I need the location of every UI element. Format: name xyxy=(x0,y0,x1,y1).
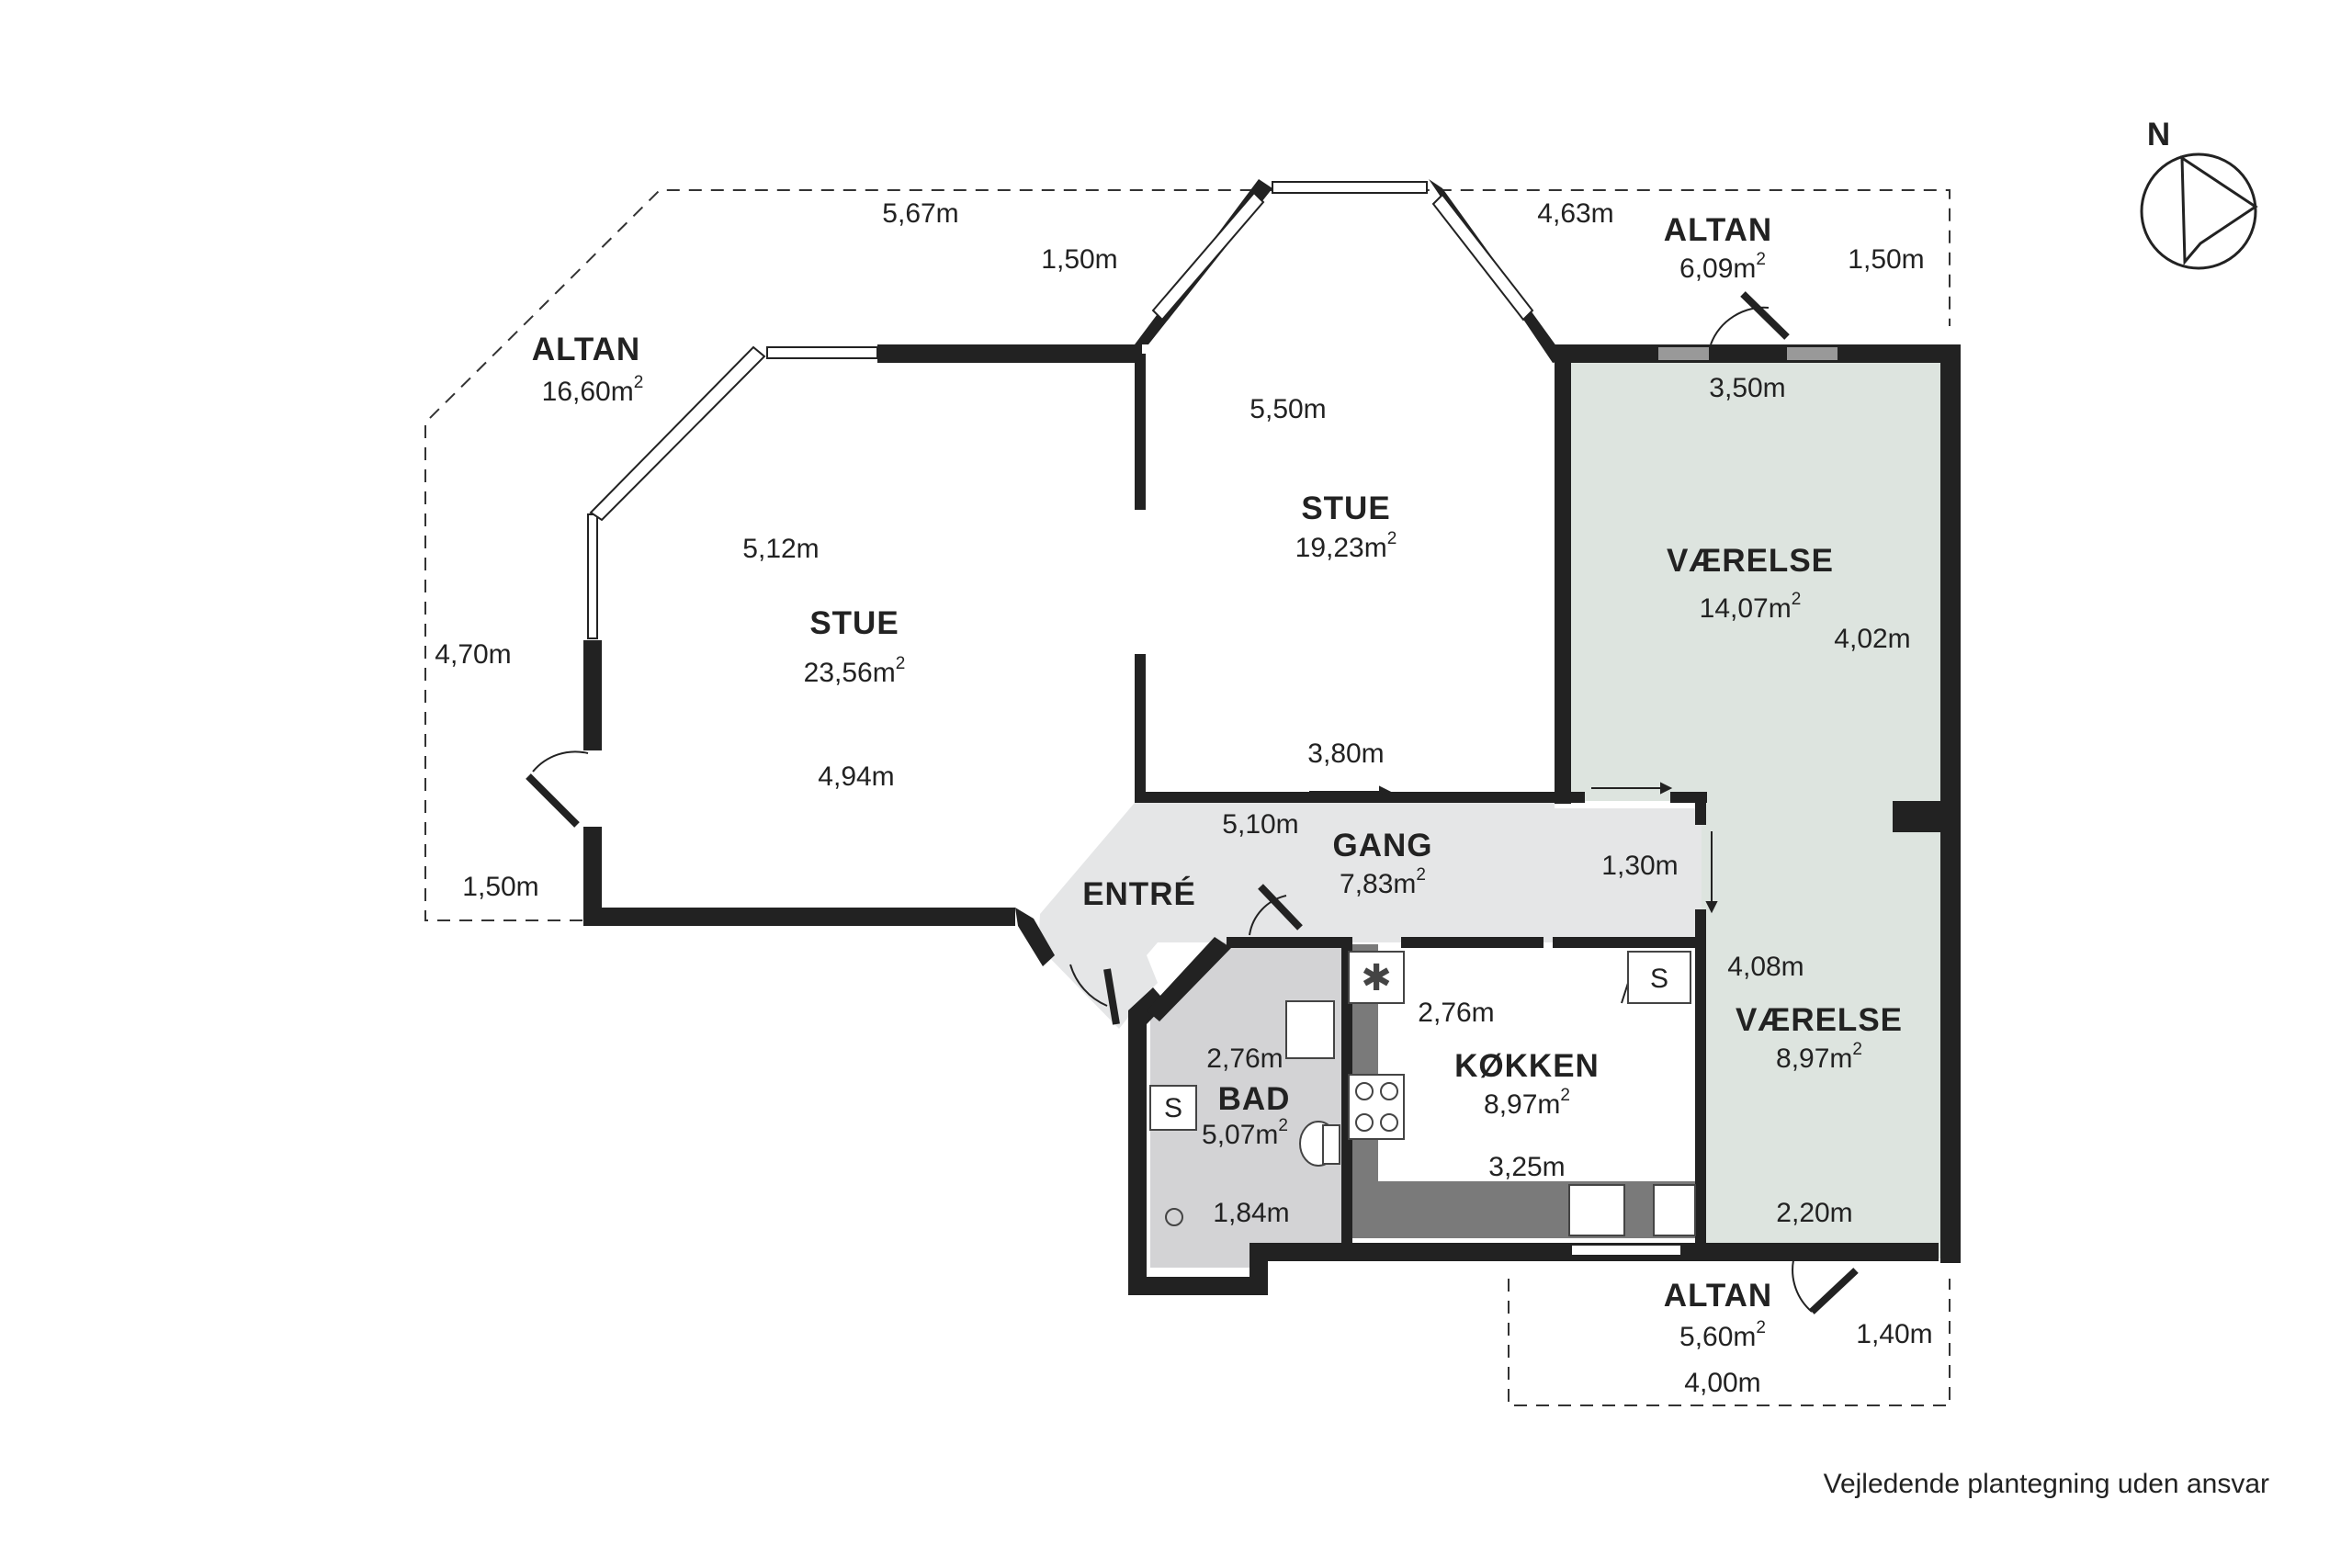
balconies xyxy=(424,189,1951,1406)
vaerelse-top-name: VÆRELSE xyxy=(1667,543,1834,579)
dim-label: 2,76m xyxy=(1206,1043,1283,1074)
gang-area: 7,83m2 xyxy=(1340,865,1426,899)
stue-left-name: STUE xyxy=(809,605,899,641)
disclaimer: Vejledende plantegning uden ansvar xyxy=(1824,1469,2269,1499)
dim-label: 5,50m xyxy=(1250,394,1326,424)
altan-outline-top xyxy=(424,189,1951,921)
dim-label: 5,10m xyxy=(1222,809,1298,840)
bathroom-sink-icon xyxy=(1285,1000,1335,1059)
vaerelse-top-fill xyxy=(1555,360,1940,801)
dimension-labels: 5,67m 1,50m 4,63m 1,50m 5,50m 3,50m 5,12… xyxy=(435,198,1932,1398)
room-fills xyxy=(1038,360,1940,1268)
altan-left-name: ALTAN xyxy=(532,332,640,367)
dim-label: 1,50m xyxy=(462,872,538,902)
dim-label: 4,94m xyxy=(818,761,894,792)
dim-label: 5,67m xyxy=(882,198,958,229)
compass-icon: N xyxy=(2140,117,2258,270)
counter-bottom xyxy=(1351,1181,1695,1238)
dishwasher-icon xyxy=(1653,1184,1696,1236)
dim-label: 3,50m xyxy=(1709,373,1785,403)
altan-left-area: 16,60m2 xyxy=(542,373,644,407)
bad-area: 5,07m2 xyxy=(1202,1116,1288,1150)
door-swings xyxy=(526,291,1859,1314)
entre-name: ENTRÉ xyxy=(1082,875,1196,912)
altan-top-name: ALTAN xyxy=(1664,212,1772,248)
washer-icon xyxy=(1149,1085,1197,1131)
kitchen-sink-icon xyxy=(1568,1184,1625,1236)
bad-name: BAD xyxy=(1218,1081,1291,1117)
dim-label: 4,08m xyxy=(1727,952,1804,982)
dim-label: 1,50m xyxy=(1848,244,1924,275)
dim-label: 4,02m xyxy=(1834,624,1910,654)
dim-label: 3,80m xyxy=(1307,739,1384,769)
svg-text:✱: ✱ xyxy=(1361,958,1392,998)
fridge-icon xyxy=(1348,951,1405,1004)
koekken-area: 8,97m2 xyxy=(1484,1086,1570,1120)
dim-label: 4,63m xyxy=(1537,198,1613,229)
windows xyxy=(587,181,1838,1257)
dim-label: 1,84m xyxy=(1213,1198,1289,1228)
gang-name: GANG xyxy=(1333,828,1433,863)
fixtures: ✱ S S xyxy=(1149,951,1696,1236)
dim-label: 4,00m xyxy=(1684,1368,1760,1398)
vaerelse-bottom-name: VÆRELSE xyxy=(1736,1002,1903,1038)
stue-right-name: STUE xyxy=(1301,491,1390,526)
room-labels: STUE 23,56m2 STUE 19,23m2 VÆRELSE 14,07m… xyxy=(532,212,1903,1352)
compass-label: N xyxy=(2147,117,2171,152)
dim-label: 5,12m xyxy=(742,534,819,564)
shower-icon xyxy=(1165,1208,1183,1226)
svg-text:S: S xyxy=(1164,1093,1182,1123)
stue-left-area: 23,56m2 xyxy=(804,654,906,688)
dim-label: 2,76m xyxy=(1418,998,1494,1028)
altan-top-area: 6,09m2 xyxy=(1679,250,1766,284)
koekken-name: KØKKEN xyxy=(1454,1048,1600,1084)
vaerelse-bottom-fill xyxy=(1702,801,1940,1258)
altan-bottom-name: ALTAN xyxy=(1664,1278,1772,1314)
dim-label: 4,70m xyxy=(435,639,511,670)
dim-label: 1,50m xyxy=(1041,244,1117,275)
dim-label: 1,30m xyxy=(1601,851,1678,881)
dim-label: 3,25m xyxy=(1488,1152,1565,1182)
stove-icon xyxy=(1348,1074,1405,1140)
vaerelse-top-area: 14,07m2 xyxy=(1700,590,1802,624)
dim-label: 1,40m xyxy=(1856,1319,1932,1349)
svg-text:S: S xyxy=(1650,964,1668,994)
dim-label: 2,20m xyxy=(1776,1198,1852,1228)
vaerelse-bottom-area: 8,97m2 xyxy=(1776,1040,1862,1074)
stue-right-area: 19,23m2 xyxy=(1295,529,1397,563)
altan-bottom-area: 5,60m2 xyxy=(1679,1318,1766,1352)
sink-kitchen-icon xyxy=(1627,951,1691,1004)
gang-fill xyxy=(1038,797,1702,1029)
